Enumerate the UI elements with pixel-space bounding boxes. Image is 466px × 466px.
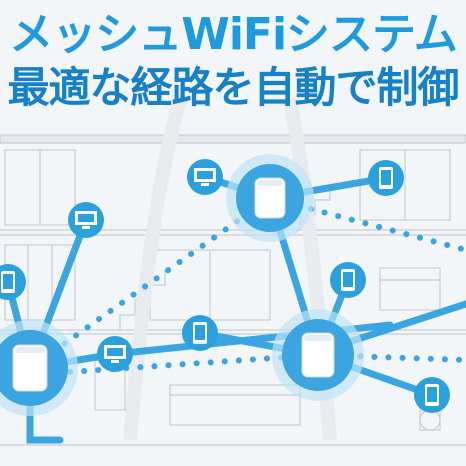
monitor-icon: [187, 159, 223, 195]
monitor-icon: [97, 336, 133, 372]
smartphone-icon: [182, 315, 218, 351]
banner-subtitle: 最適な経路を自動で制御: [7, 63, 459, 112]
banner-title: メッシュWiFiシステム: [9, 9, 457, 60]
mesh-router-top: [226, 154, 314, 242]
smartphone-icon: [414, 377, 450, 413]
mesh-router-center: [272, 309, 364, 401]
smartphone-icon: [368, 160, 404, 196]
mesh-router-left: [0, 320, 78, 416]
smartphone-icon: [0, 264, 26, 300]
smartphone-icon: [330, 262, 366, 298]
monitor-icon: [68, 202, 104, 238]
